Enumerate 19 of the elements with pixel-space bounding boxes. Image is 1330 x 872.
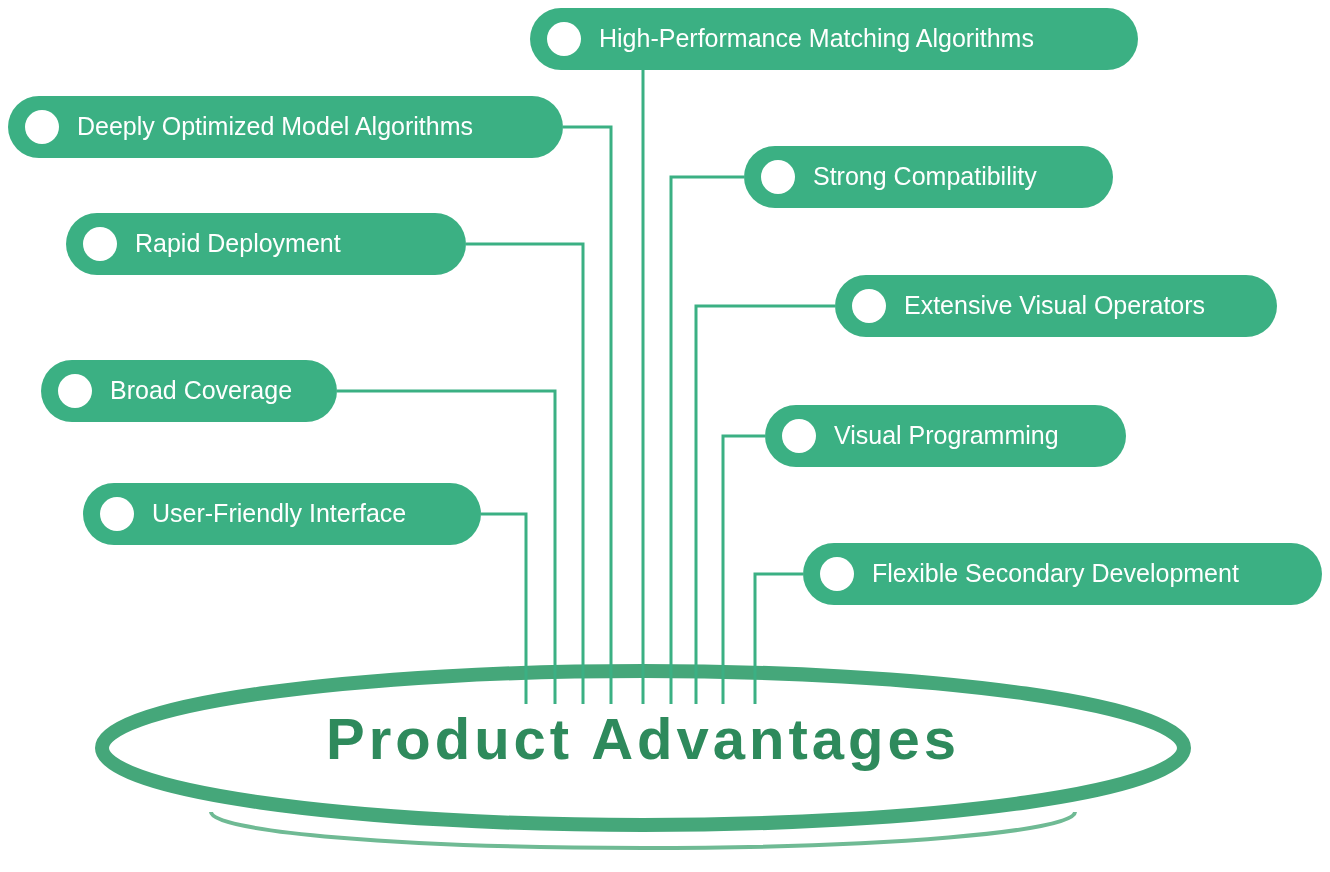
advantage-label: Rapid Deployment: [135, 228, 341, 260]
advantage-label: Broad Coverage: [110, 375, 293, 407]
connector-line: [694, 304, 835, 704]
connector-line: [337, 389, 557, 704]
advantage-label: Deeply Optimized Model Algorithms: [77, 111, 473, 143]
advantage-label: Strong Compatibility: [813, 161, 1037, 193]
advantage-label: High-Performance Matching Algorithms: [599, 23, 1034, 55]
connector-line: [466, 242, 585, 704]
platform-ellipse: [95, 664, 1191, 832]
advantage-label: User-Friendly Interface: [152, 498, 407, 530]
advantage-label: Extensive Visual Operators: [904, 290, 1206, 322]
connector-line: [753, 572, 803, 704]
connector-line: [563, 125, 613, 704]
connector-line: [481, 512, 528, 704]
connector-line: [641, 70, 645, 704]
advantage-label: Flexible Secondary Development: [872, 558, 1239, 590]
connector-line: [669, 175, 744, 704]
advantage-label: Visual Programming: [834, 420, 1059, 452]
connector-line: [721, 434, 765, 704]
